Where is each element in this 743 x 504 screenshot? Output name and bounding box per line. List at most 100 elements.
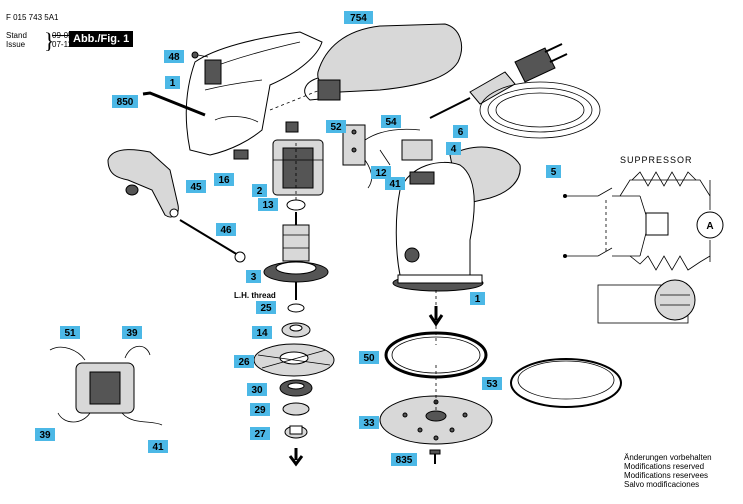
note-line-de: Änderungen vorbehalten — [624, 453, 712, 462]
part-tag-27: 27 — [250, 427, 270, 440]
stator-detail-drawing — [49, 345, 163, 426]
svg-text:13: 13 — [262, 200, 274, 211]
svg-text:48: 48 — [168, 52, 180, 63]
motor-symbol-label: A — [706, 221, 713, 232]
part-tag-16: 16 — [214, 173, 234, 186]
arrow-down-left — [288, 448, 304, 467]
part-tag-41-stator: 41 — [148, 440, 168, 453]
part-tag-45: 45 — [186, 180, 206, 193]
svg-text:3: 3 — [251, 272, 257, 283]
brace-symbol: } — [44, 28, 55, 53]
suppressor-label: SUPPRESSOR — [620, 155, 693, 165]
svg-text:835: 835 — [396, 455, 413, 466]
svg-text:26: 26 — [238, 357, 250, 368]
sanding-pad-drawing — [379, 395, 493, 445]
assembled-sander-drawing — [392, 146, 521, 292]
part-tag-46: 46 — [216, 223, 236, 236]
part-tag-54: 54 — [381, 115, 401, 128]
stand-label: Stand — [6, 31, 27, 40]
svg-text:33: 33 — [363, 418, 375, 429]
svg-text:29: 29 — [254, 405, 266, 416]
part-tag-39-top: 39 — [122, 326, 142, 339]
svg-text:30: 30 — [251, 385, 263, 396]
old-date: 09-05 — [52, 31, 73, 40]
part-tag-6: 6 — [453, 125, 468, 138]
part-16-drawing — [233, 149, 249, 160]
eccentric-27-drawing — [284, 425, 308, 439]
ring-53-drawing — [510, 358, 622, 408]
switch-clip-drawing — [285, 121, 299, 133]
handle-rod-drawing — [179, 219, 246, 263]
svg-text:1: 1 — [170, 78, 176, 89]
modifications-note: Änderungen vorbehalten Modifications res… — [624, 453, 712, 489]
bearing-30-drawing — [279, 379, 313, 397]
housing-half-drawing — [185, 31, 323, 156]
figure-label: Abb./Fig. 1 — [69, 31, 134, 47]
svg-text:6: 6 — [458, 127, 464, 138]
suppressor-circuit-drawing — [563, 171, 724, 324]
part-tag-33: 33 — [359, 416, 379, 429]
cable-coil-drawing — [479, 81, 601, 139]
svg-text:12: 12 — [375, 168, 387, 179]
svg-text:41: 41 — [389, 179, 401, 190]
part-tag-14: 14 — [252, 326, 272, 339]
ring-29-drawing — [282, 402, 310, 416]
armature-drawing — [263, 212, 329, 300]
part-tag-754: 754 — [344, 11, 373, 24]
part-tag-52: 52 — [326, 120, 346, 133]
svg-text:5: 5 — [551, 167, 557, 178]
svg-text:51: 51 — [64, 328, 76, 339]
svg-text:46: 46 — [220, 225, 232, 236]
svg-text:850: 850 — [117, 97, 134, 108]
svg-text:54: 54 — [385, 117, 397, 128]
screw-835-drawing — [429, 449, 441, 464]
svg-text:4: 4 — [451, 144, 457, 155]
svg-text:53: 53 — [486, 379, 498, 390]
part-tag-12: 12 — [371, 166, 391, 179]
part-tag-13: 13 — [258, 198, 278, 211]
washer-25-drawing — [287, 303, 305, 313]
note-line-es: Salvo modificaciones — [624, 480, 700, 489]
svg-text:27: 27 — [254, 429, 266, 440]
part-tag-850: 850 — [112, 95, 138, 108]
document-number: F 015 743 5A1 — [6, 13, 59, 22]
part-tag-2: 2 — [252, 184, 267, 197]
note-line-en: Modifications reserved — [624, 462, 705, 471]
part-tag-1-housing: 1 — [165, 76, 180, 89]
part-tag-29: 29 — [250, 403, 270, 416]
note-line-fr: Modifications reservees — [624, 471, 709, 480]
switch-52-drawing — [342, 124, 366, 166]
svg-text:45: 45 — [190, 182, 202, 193]
part-tag-5: 5 — [546, 165, 561, 178]
issue-label: Issue — [6, 40, 26, 49]
field-coil-drawing — [272, 139, 324, 196]
bearing-13-drawing — [286, 199, 306, 211]
svg-text:25: 25 — [260, 303, 272, 314]
svg-text:1: 1 — [475, 294, 481, 305]
clamp-4-drawing — [401, 139, 433, 161]
svg-text:16: 16 — [218, 175, 230, 186]
part-tag-1-sander: 1 — [470, 292, 485, 305]
svg-text:39: 39 — [126, 328, 138, 339]
part-tag-39-bottom: 39 — [35, 428, 55, 441]
part-tag-4: 4 — [446, 142, 461, 155]
power-cord-drawing — [429, 43, 568, 119]
part-tag-25: 25 — [256, 301, 276, 314]
svg-text:754: 754 — [350, 13, 367, 24]
part-tag-30: 30 — [247, 383, 267, 396]
screw-48-drawing — [191, 51, 209, 59]
part-tag-835: 835 — [391, 453, 417, 466]
svg-text:52: 52 — [330, 122, 342, 133]
svg-text:39: 39 — [39, 430, 51, 441]
side-handle-drawing — [107, 149, 179, 218]
part-tag-41-cable: 41 — [385, 177, 405, 190]
fan-drawing — [253, 343, 335, 377]
part-tag-51: 51 — [60, 326, 80, 339]
part-tag-53: 53 — [482, 377, 502, 390]
svg-text:14: 14 — [256, 328, 268, 339]
dust-bag-drawing — [304, 23, 462, 101]
new-date: 07-11-09 — [52, 40, 84, 49]
bearing-14-drawing — [281, 322, 311, 338]
svg-text:2: 2 — [257, 186, 263, 197]
